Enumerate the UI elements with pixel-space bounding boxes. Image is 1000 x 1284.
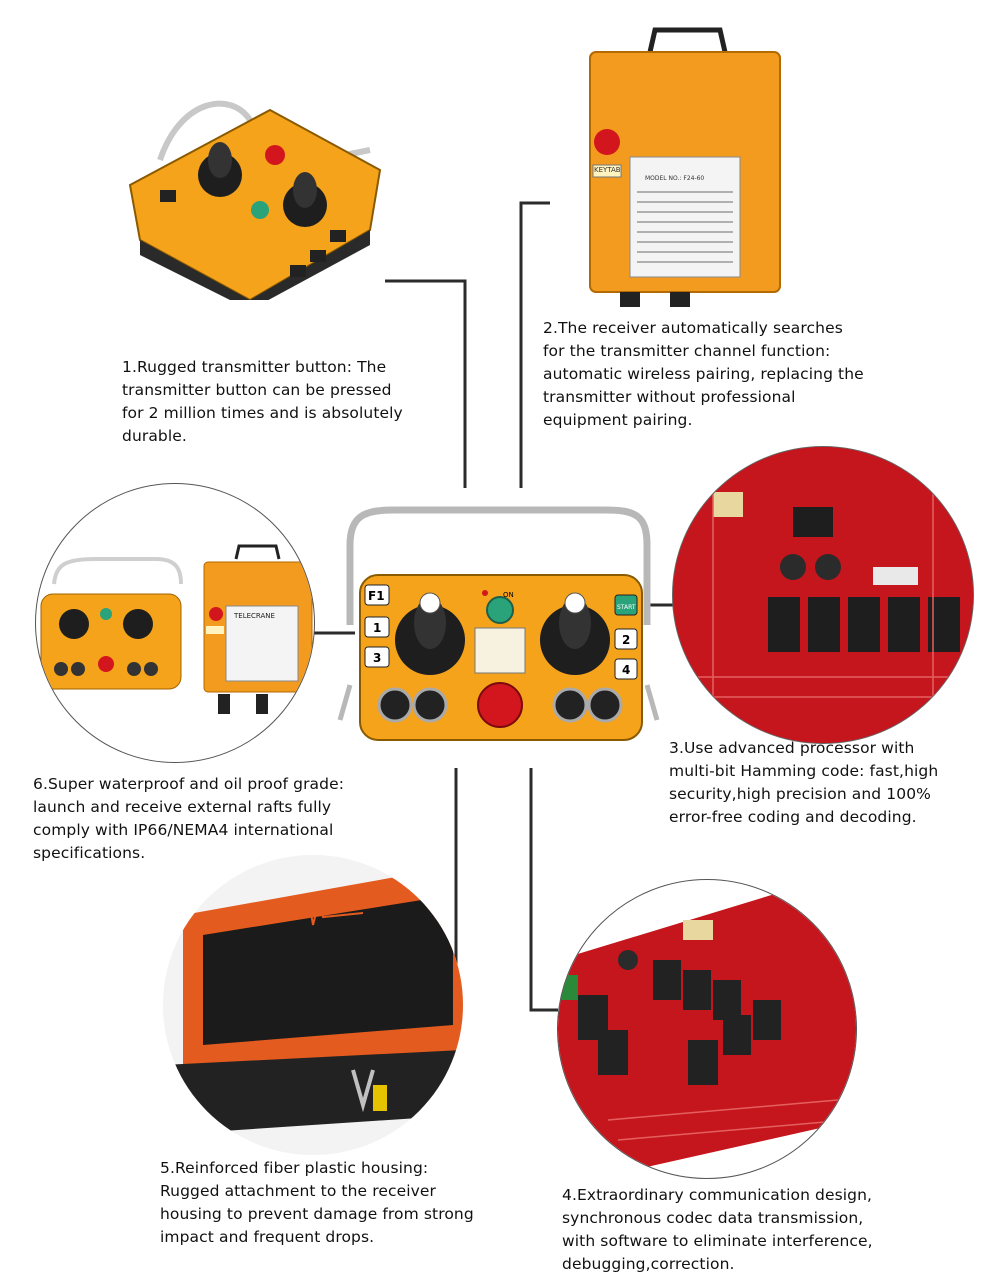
caption-communication: 4.Extraordinary communication design, sy…	[562, 1184, 942, 1276]
main-transmitter-photo: F1 1 3 START 2 4 ON	[337, 506, 660, 741]
caption-2-line-5: equipment pairing.	[543, 411, 693, 429]
waterproof-set-circle: TELECRANE	[35, 483, 315, 763]
caption-2-line-4: transmitter without professional	[543, 388, 796, 406]
caption-3-line-3: security,high precision and 100%	[669, 785, 931, 803]
caption-5-line-2: Rugged attachment to the receiver	[160, 1182, 437, 1200]
button-3[interactable]: 3	[373, 651, 381, 665]
caption-1-line-4: durable.	[122, 427, 187, 445]
caption-4-line-2: synchronous codec data transmission,	[562, 1209, 864, 1227]
caption-6-line-4: specifications.	[33, 844, 146, 862]
caption-1-line-1: 1.Rugged transmitter button: The	[122, 358, 387, 376]
caption-2-line-1: 2.The receiver automatically searches	[543, 319, 843, 337]
caption-2-line-2: for the transmitter channel function:	[543, 342, 831, 360]
receiver-brand-label: TELECRANE	[233, 612, 275, 620]
caption-housing: 5.Reinforced fiber plastic housing: Rugg…	[160, 1157, 520, 1249]
receiver-model-label: MODEL NO.: F24-60	[645, 175, 705, 182]
button-1[interactable]: 1	[373, 621, 381, 635]
receiver-side-label: KEYTAB	[594, 166, 621, 174]
caption-3-line-1: 3.Use advanced processor with	[669, 739, 915, 757]
caption-5-line-1: 5.Reinforced fiber plastic housing:	[160, 1159, 429, 1177]
caption-1-line-3: for 2 million times and is absolutely	[122, 404, 403, 422]
caption-5-line-3: housing to prevent damage from strong	[160, 1205, 474, 1223]
caption-6-line-3: comply with IP66/NEMA4 international	[33, 821, 334, 839]
caption-1-line-2: transmitter button can be pressed	[122, 381, 392, 399]
caption-3-line-4: error-free coding and decoding.	[669, 808, 917, 826]
caption-transmitter-button: 1.Rugged transmitter button: The transmi…	[122, 356, 452, 448]
caption-4-line-3: with software to eliminate interference,	[562, 1232, 873, 1250]
caption-2-line-3: automatic wireless pairing, replacing th…	[543, 365, 864, 383]
caption-receiver-pairing: 2.The receiver automatically searches fo…	[543, 317, 903, 432]
pcb-closeup-circle	[672, 446, 974, 744]
caption-6-line-2: launch and receive external rafts fully	[33, 798, 332, 816]
caption-5-line-4: impact and frequent drops.	[160, 1228, 375, 1246]
pcb-components	[673, 447, 973, 743]
button-2[interactable]: 2	[622, 633, 630, 647]
housing-detail	[163, 855, 463, 1155]
button-f1[interactable]: F1	[368, 589, 385, 603]
button-4[interactable]: 4	[622, 663, 630, 677]
caption-4-line-4: debugging,correction.	[562, 1255, 735, 1273]
caption-3-line-2: multi-bit Hamming code: fast,high	[669, 762, 939, 780]
caption-6-line-1: 6.Super waterproof and oil proof grade:	[33, 775, 345, 793]
relay-board-detail	[558, 890, 856, 1178]
caption-4-line-1: 4.Extraordinary communication design,	[562, 1186, 873, 1204]
button-start[interactable]: START	[617, 604, 636, 611]
transmitter-angled-photo	[128, 100, 382, 300]
dial-on-label: ON	[503, 591, 514, 599]
caption-processor: 3.Use advanced processor with multi-bit …	[669, 737, 989, 829]
caption-waterproof: 6.Super waterproof and oil proof grade: …	[33, 773, 393, 865]
relay-board-circle	[557, 879, 857, 1179]
transmitter-receiver-set: TELECRANE	[40, 544, 313, 714]
housing-closeup-circle	[163, 855, 463, 1155]
receiver-box-photo	[589, 27, 781, 307]
